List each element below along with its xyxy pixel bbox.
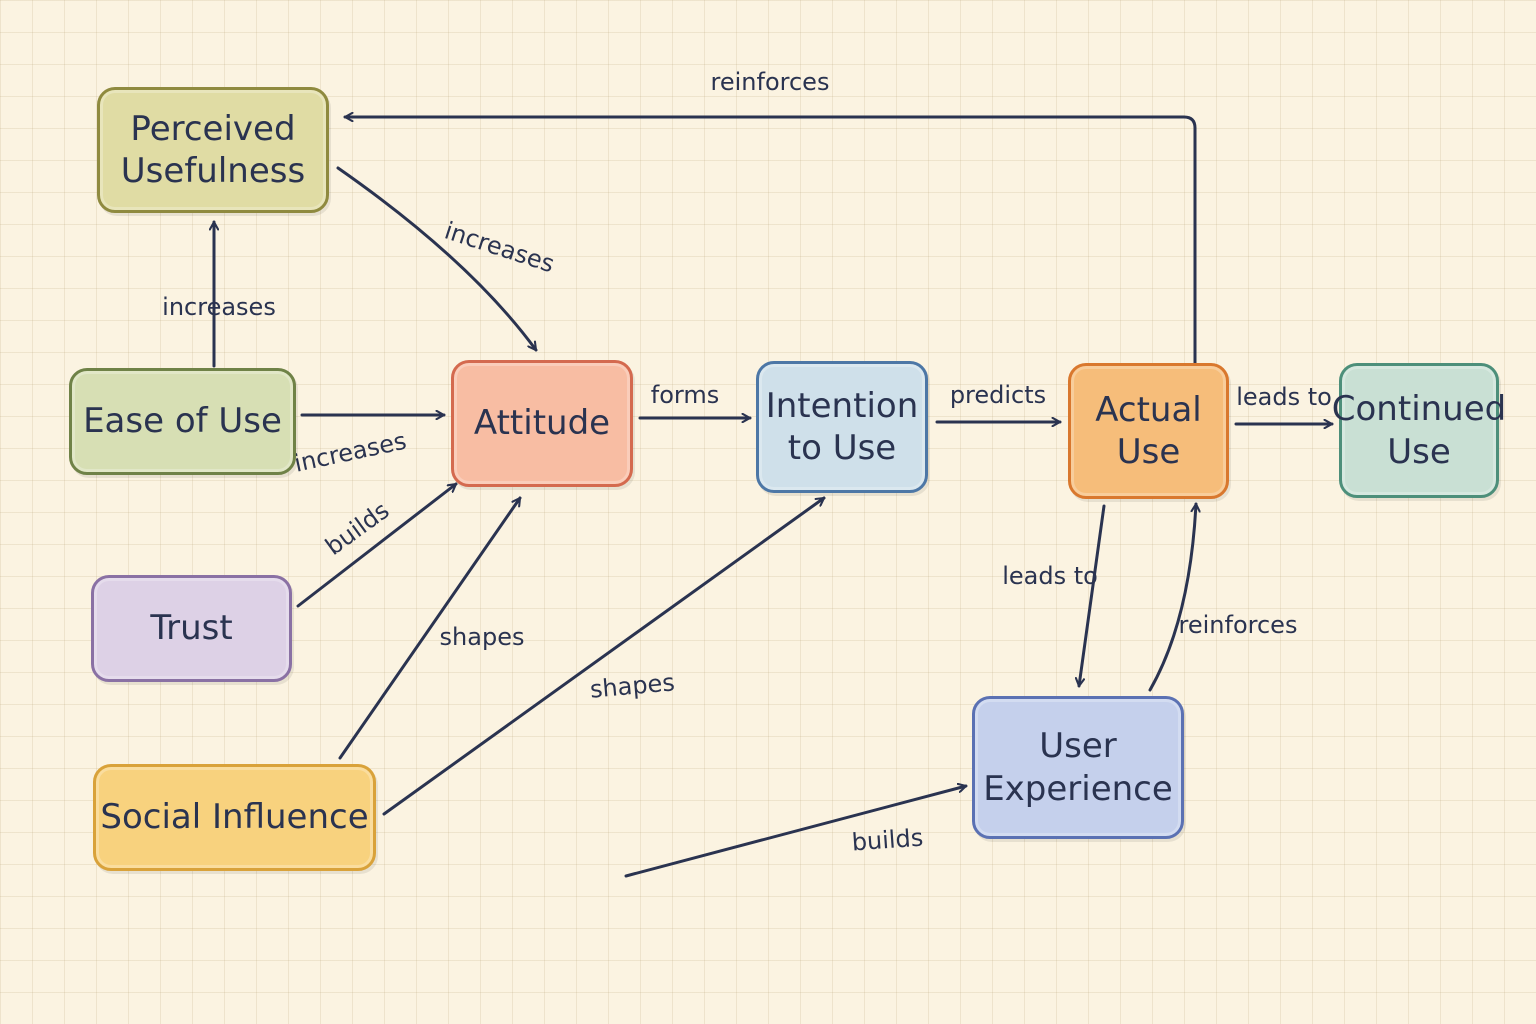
edge-pu-to-attitude <box>336 166 538 352</box>
edge-label-reinforces-top: reinforces <box>711 68 830 96</box>
node-perceived-usefulness: Perceived Usefulness <box>97 87 329 213</box>
edge-label-eou-pu: increases <box>162 293 276 321</box>
edge-label-builds-ux: builds <box>851 824 924 857</box>
edge-to-ux <box>624 786 968 878</box>
edge-label-eou-attitude: increases <box>292 427 409 478</box>
edge-label-leads-to-continued: leads to <box>1236 383 1332 411</box>
edge-trust-to-attitude <box>296 482 458 608</box>
edge-label-predicts: predicts <box>950 381 1046 409</box>
node-actual-use: Actual Use <box>1068 363 1229 499</box>
edge-label-builds-trust: builds <box>320 496 394 561</box>
edge-social-to-intention <box>382 496 826 816</box>
edge-actual-to-ux <box>1079 504 1106 688</box>
node-intention-to-use: Intention to Use <box>756 361 928 493</box>
node-attitude: Attitude <box>451 360 633 487</box>
edge-ux-to-actual <box>1148 502 1196 692</box>
node-continued-use: Continued Use <box>1332 363 1506 498</box>
edge-label-shapes-intention: shapes <box>589 668 676 703</box>
node-ease-of-use: Ease of Use <box>69 368 296 475</box>
edge-label-reinforces-ux: reinforces <box>1179 611 1298 639</box>
edge-label-shapes-attitude: shapes <box>440 623 525 651</box>
edge-social-to-attitude <box>338 496 522 760</box>
node-user-experience: User Experience <box>972 696 1184 839</box>
edge-label-pu-attitude: increases <box>441 217 558 279</box>
node-trust: Trust <box>91 575 292 682</box>
edge-label-leads-to-ux: leads to <box>1002 562 1098 590</box>
node-social-influence: Social Influence <box>93 764 376 871</box>
edge-actual-to-pu <box>343 117 1197 367</box>
edge-label-forms: forms <box>651 381 719 409</box>
